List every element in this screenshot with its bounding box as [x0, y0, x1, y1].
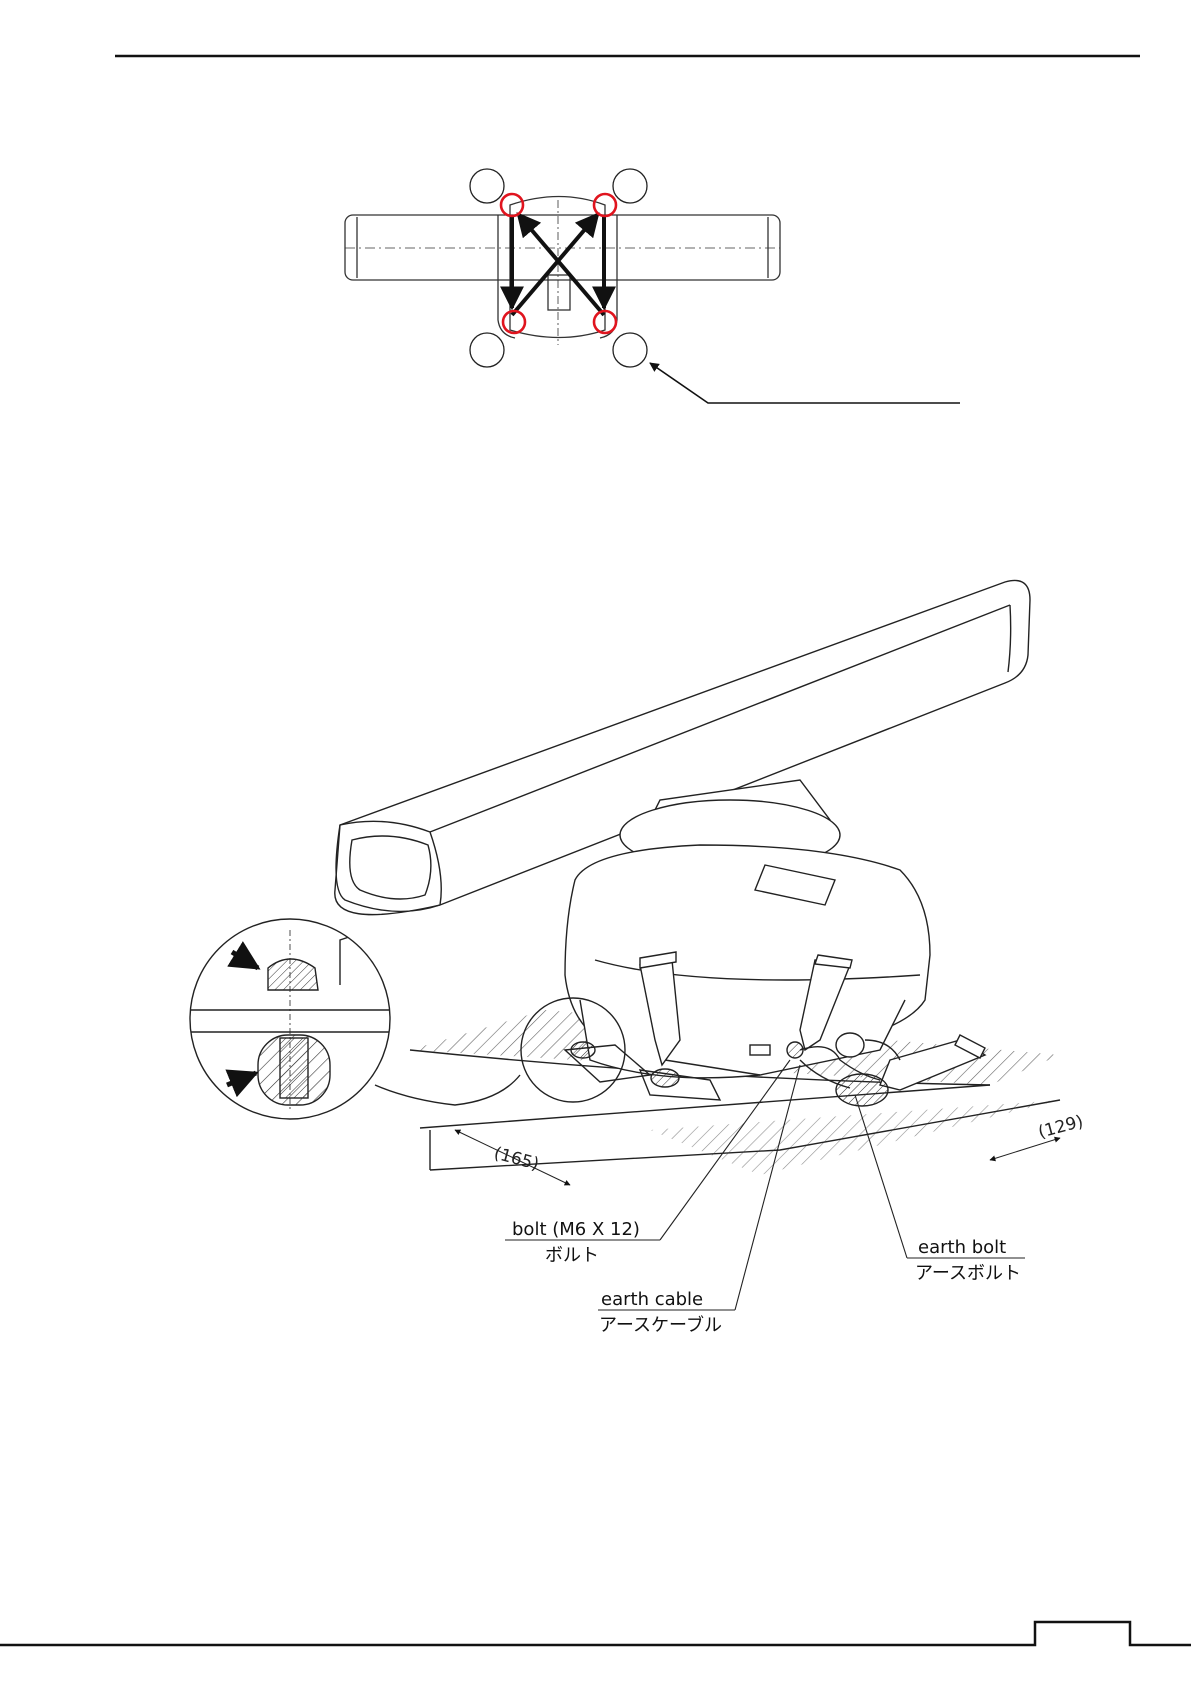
- top-view-diagram: [345, 169, 960, 403]
- dimension-right: (129): [1036, 1112, 1085, 1143]
- dimension-left: (165): [492, 1144, 541, 1175]
- label-bolt-en: bolt (M6 X 12): [512, 1219, 640, 1240]
- note-leader-line: [650, 363, 960, 403]
- footer-rule: [0, 1622, 1191, 1645]
- label-earth-cable-en: earth cable: [601, 1289, 703, 1310]
- antenna-bar-top-view: [345, 215, 780, 280]
- label-bolt-ja: ボルト: [545, 1245, 599, 1266]
- perspective-diagram: (165) (129): [190, 580, 1085, 1310]
- callout-circle-1: [470, 169, 504, 203]
- callout-circle-3: [470, 333, 504, 367]
- callout-circle-4: [613, 333, 647, 367]
- label-earth-cable-ja: アースケーブル: [599, 1314, 722, 1336]
- callout-circle-2: [613, 169, 647, 203]
- callout-labels: bolt (M6 X 12) ボルト earth cable アースケーブル e…: [512, 1219, 1021, 1336]
- bolt-detail-zoom: [190, 919, 520, 1119]
- label-earth-bolt-ja: アースボルト: [915, 1263, 1021, 1284]
- label-earth-bolt-en: earth bolt: [918, 1237, 1006, 1258]
